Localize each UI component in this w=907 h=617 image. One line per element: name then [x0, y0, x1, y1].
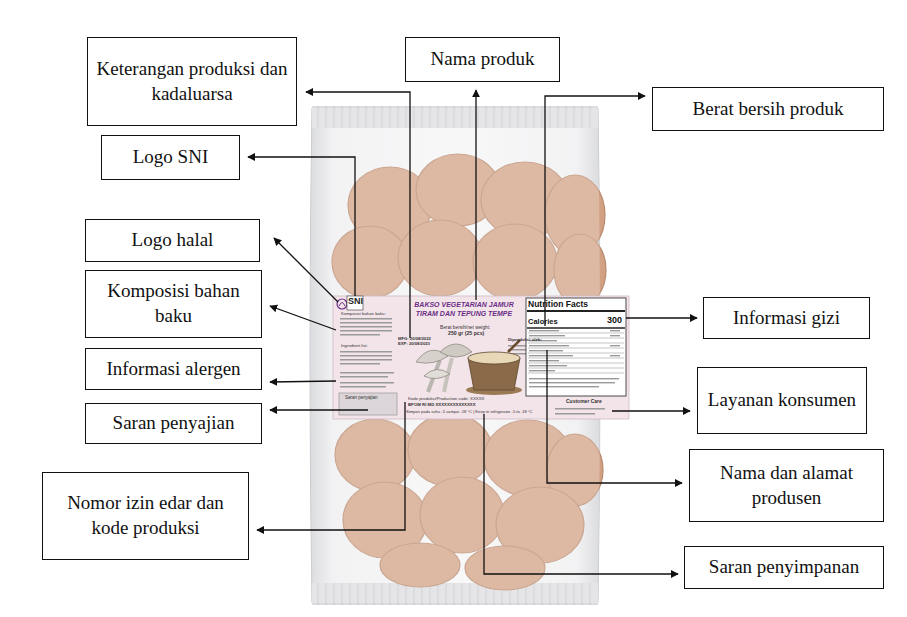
leader-line [306, 92, 410, 338]
label-text: BAKSO VEGETARIAN JAMUR TIRAM DAN TEPUNG … [405, 301, 523, 319]
callout-box: Saran penyimpanan [684, 546, 884, 589]
callout-box: Informasi alergen [85, 348, 262, 390]
leader-line [270, 381, 336, 382]
callout-box: Logo halal [85, 219, 260, 262]
callout-text: Berat bersih produk [693, 97, 844, 122]
label-text: Kode produksi/Production code: XXXXX [408, 397, 484, 402]
label-text: Ingredient list: [341, 344, 368, 349]
leader-line [547, 350, 682, 483]
leader-line [545, 96, 645, 326]
callout-box: Berat bersih produk [652, 87, 884, 131]
label-text: Simpan pada suhu -5 sampai -18 °C | Keep… [406, 410, 533, 415]
callout-text: Logo SNI [133, 145, 208, 170]
callout-box: Nomor izin edar dan kode produksi [42, 472, 249, 560]
label-text: MFG: 20/08/2022 [398, 337, 431, 342]
callout-box: Logo SNI [101, 135, 240, 180]
label-text: Berat bersih/net weight: [440, 325, 490, 330]
bag-sheen [310, 108, 600, 603]
callout-text: Keterangan produksi dan kadaluarsa [94, 57, 290, 106]
label-text: 250 gr (25 pcs) [448, 331, 484, 337]
leader-line [274, 238, 338, 302]
callout-text: Komposisi bahan baku [92, 279, 255, 328]
callout-box: Nama dan alamat produsen [689, 449, 884, 522]
label-text: BPOM RI MD XXXXXXXXXXXXXX [408, 403, 476, 408]
tempe-bowl [466, 340, 522, 395]
nutrition-table [526, 298, 626, 396]
callout-text: Saran penyajian [113, 411, 235, 436]
label-text: Calories [528, 318, 558, 326]
label-text: SNI [348, 297, 363, 307]
callout-box: Saran penyajian [85, 403, 262, 444]
callout-text: Layanan konsumen [708, 388, 856, 413]
leader-line [248, 157, 355, 296]
label-text: EXP: 20/08/2023 [398, 342, 430, 347]
callout-text: Informasi alergen [106, 357, 240, 382]
leader-line [270, 306, 336, 330]
callout-text: Informasi gizi [733, 306, 840, 331]
mushroom-illustration [416, 344, 472, 392]
label-text: Nutrition Facts [528, 300, 588, 309]
sni-logo-frame [347, 296, 363, 310]
leader-line [475, 90, 476, 300]
label-text: Komposisi bahan baku: [341, 312, 386, 317]
leader-line [612, 410, 690, 411]
label-text: Diproduksi oleh: [508, 338, 542, 343]
leader-line [484, 414, 678, 574]
label-text: Customer Care [566, 399, 602, 405]
callout-box: Layanan konsumen [697, 367, 867, 434]
callout-text: Nomor izin edar dan kode produksi [49, 491, 242, 540]
callout-text: Nama produk [431, 47, 535, 72]
callout-text: Logo halal [132, 228, 214, 253]
serving-box [339, 393, 397, 415]
halal-logo [337, 299, 347, 309]
callout-box: Informasi gizi [703, 297, 870, 339]
label-text: Saran penyajian [345, 396, 378, 401]
callout-box: Keterangan produksi dan kadaluarsa [87, 37, 297, 126]
leader-line [270, 409, 368, 410]
label-text: 300 [607, 316, 622, 326]
callout-text: Saran penyimpanan [709, 555, 859, 580]
leader-line [257, 402, 405, 530]
product-label [333, 296, 629, 419]
leader-line [626, 317, 697, 318]
callout-text: Nama dan alamat produsen [696, 461, 877, 510]
callout-box: Komposisi bahan baku [85, 270, 262, 338]
bag-body [310, 108, 600, 603]
callout-box: Nama produk [405, 37, 560, 82]
